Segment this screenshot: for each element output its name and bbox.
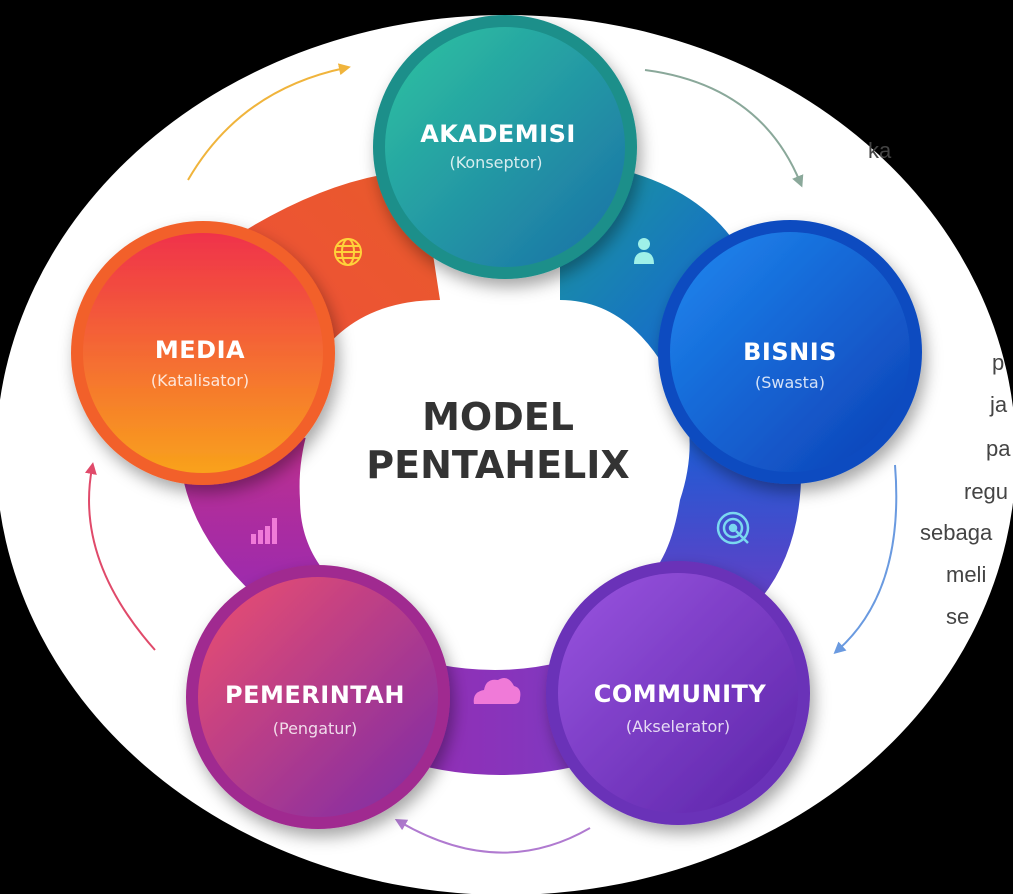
node-media-label: MEDIA — [155, 336, 245, 364]
node-community — [546, 561, 810, 825]
node-media-sublabel: (Katalisator) — [151, 371, 249, 390]
arrow-media-to-akademisi — [187, 63, 351, 181]
arrow-bisnis-to-community — [833, 464, 898, 655]
bg-text: regu — [964, 479, 1008, 504]
target-icon — [716, 511, 750, 545]
node-community-label: COMMUNITY — [594, 680, 767, 708]
node-pemerintah — [186, 565, 450, 829]
node-akademisi-label: AKADEMISI — [420, 120, 576, 148]
cloud-icon — [473, 678, 521, 704]
person-icon — [634, 238, 654, 264]
bg-text: ka — [868, 138, 892, 163]
arrow-akademisi-to-bisnis — [644, 69, 804, 188]
cycle-arrows — [85, 63, 898, 854]
globe-icon — [334, 238, 362, 266]
bg-text: sebaga — [920, 520, 993, 545]
center-title-line1: MODEL — [422, 395, 574, 439]
node-bisnis-label: BISNIS — [743, 338, 837, 366]
node-pemerintah-label: PEMERINTAH — [225, 681, 405, 709]
arrow-pemerintah-to-media — [85, 462, 156, 651]
bg-text: pa — [986, 436, 1011, 461]
bar-chart-icon — [251, 518, 277, 544]
bg-text: se — [946, 604, 969, 629]
node-media — [71, 221, 335, 485]
center-title-line2: PENTAHELIX — [366, 443, 629, 487]
center-blob — [299, 297, 690, 638]
bg-text: p — [992, 350, 1004, 375]
node-bisnis-sublabel: (Swasta) — [755, 373, 825, 392]
bg-text: meli — [946, 562, 986, 587]
node-akademisi — [373, 15, 637, 279]
node-bisnis — [658, 220, 922, 484]
background-paragraph: ka p ja pa regu sebaga meli se — [868, 138, 1011, 629]
node-pemerintah-sublabel: (Pengatur) — [273, 719, 358, 738]
node-akademisi-sublabel: (Konseptor) — [449, 153, 542, 172]
node-community-sublabel: (Akselerator) — [626, 717, 730, 736]
bg-text: ja — [989, 392, 1008, 417]
arrow-community-to-pemerintah — [394, 818, 591, 854]
